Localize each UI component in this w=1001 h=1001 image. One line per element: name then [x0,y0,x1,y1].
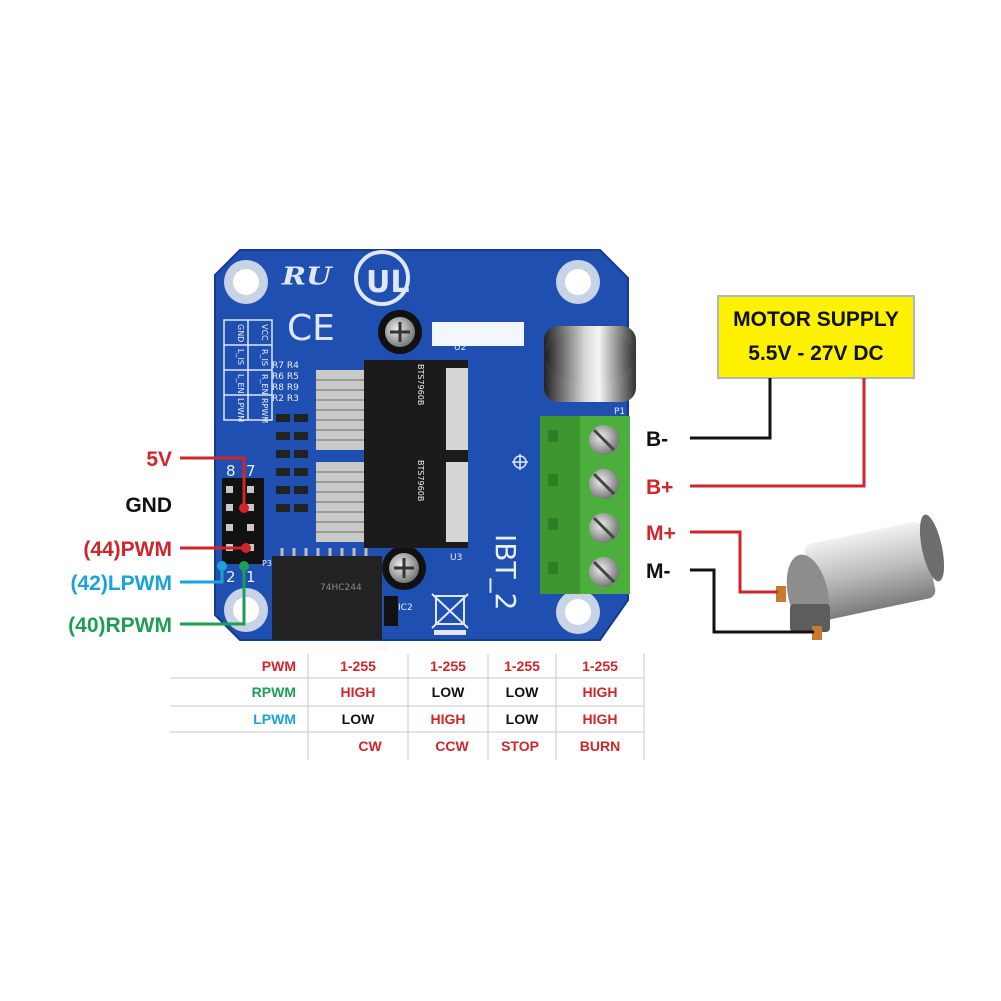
terminal-screw [589,425,619,455]
header-label: RPWM [260,398,269,423]
pin-label-5v: 5V [146,448,172,471]
pin-number: 2 [226,568,236,586]
terminal-screw [589,557,619,587]
terminal-label-m-minus: M- [646,560,671,583]
table-cell: 1-255 [340,658,376,674]
ce-mark-icon: CE [287,308,335,349]
ic-label: U1 [376,643,388,653]
wire-m-plus [690,530,778,594]
header-label: R_IS [260,349,269,366]
terminal-screw [589,513,619,543]
wire-m-minus [690,568,814,634]
wire-b-plus [690,378,866,488]
resistor-label: R8 R9 [272,383,299,393]
buffer-ic: 74HC244 [272,548,382,640]
table-cell: LOW [342,711,375,727]
table-cell: HIGH [431,711,466,727]
pin-label-gnd: GND [125,494,172,517]
crosshair-mark [512,454,528,470]
table-row-label: PWM [262,658,296,674]
header-label: LPWM [236,398,245,422]
mounting-hole [556,590,600,634]
ic-label: P3 [262,559,272,568]
resistor-label: R2 R3 [272,394,299,404]
svg-text:UL: UL [366,265,409,300]
board-model: IBT_2 [489,534,522,610]
table-cell: 1-255 [582,658,618,674]
bridge-ic-upper: BTS7960B [316,360,468,456]
header-label: L_IS [236,349,245,365]
ic-label: IC2 [398,603,413,613]
table-cell: CW [358,738,382,754]
header-label: GND [236,324,245,342]
wire-b-minus [690,378,772,440]
ic-label: U3 [450,553,462,563]
table-cell: BURN [580,738,620,754]
dc-motor-icon [776,514,945,640]
pin-number: 1 [246,568,256,586]
motor-supply-title: MOTOR SUPPLY [733,308,899,331]
ic-label: P1 [614,407,625,417]
table-cell: STOP [501,738,539,754]
mounting-hole [224,588,268,632]
smd-resistor-column [276,414,308,512]
wires [180,378,866,634]
pin-label-rpwm: (40)RPWM [68,614,172,637]
svg-text:BTS7960B: BTS7960B [416,460,425,501]
svg-text:CE: CE [287,308,335,349]
terminal-label-b-minus: B- [646,428,668,451]
screw-icon [382,546,426,590]
screw-icon [378,310,422,354]
pin-label-pwm: (44)PWM [83,538,172,561]
screw-terminal-block [540,416,630,594]
svg-text:74HC244: 74HC244 [320,583,362,593]
svg-text:BTS7960B: BTS7960B [416,364,425,405]
table-cell: LOW [506,684,539,700]
mounting-hole [224,260,268,304]
pcb-board: ᴿᵁ UL CE VCC R [214,249,636,653]
weee-bin-icon [431,593,469,635]
header-label: L_EN [236,374,245,394]
svg-text:ᴿᵁ: ᴿᵁ [281,257,333,311]
table-cell: 1-255 [504,658,540,674]
small-ic [384,596,398,626]
mounting-hole [556,260,600,304]
electrolytic-capacitor [544,326,636,402]
ic-label: U2 [454,343,466,353]
terminal-label-m-plus: M+ [646,522,676,545]
label-sticker [432,322,524,346]
table-row-label: RPWM [252,684,296,700]
ul-logo-icon: UL [354,250,410,306]
resistor-label: R7 R4 [272,361,299,371]
table-cell: 1-255 [430,658,466,674]
table-row-label: LPWM [253,711,296,727]
table-cell: LOW [506,711,539,727]
motor-supply-voltage: 5.5V - 27V DC [748,342,883,365]
wire-lpwm [180,566,224,584]
bridge-ic-lower: BTS7960B [316,456,468,548]
pin-number: 7 [246,462,256,480]
motor-supply-box [717,295,915,379]
truth-table: PWM RPWM LPWM 1-255 1-255 1-255 1-255 HI… [170,654,645,760]
table-cell: HIGH [341,684,376,700]
pin-number: 8 [226,462,236,480]
wire-dots [217,503,251,571]
terminal-label-b-plus: B+ [646,476,673,499]
ul-logo-icon: ᴿᵁ [281,257,333,311]
wire-rpwm [180,566,246,626]
terminal-screw [589,469,619,499]
header-label-grid: VCC R_IS R_EN RPWM GND L_IS L_EN LPWM [223,319,273,423]
wire-5v [180,456,246,504]
header-label: R_EN [260,374,269,395]
header-label: VCC [260,324,269,341]
table-cell: LOW [432,684,465,700]
table-cell: CCW [435,738,469,754]
table-cell: HIGH [583,711,618,727]
pin-label-lpwm: (42)LPWM [71,572,173,595]
resistor-label: R6 R5 [272,372,299,382]
table-cell: HIGH [583,684,618,700]
